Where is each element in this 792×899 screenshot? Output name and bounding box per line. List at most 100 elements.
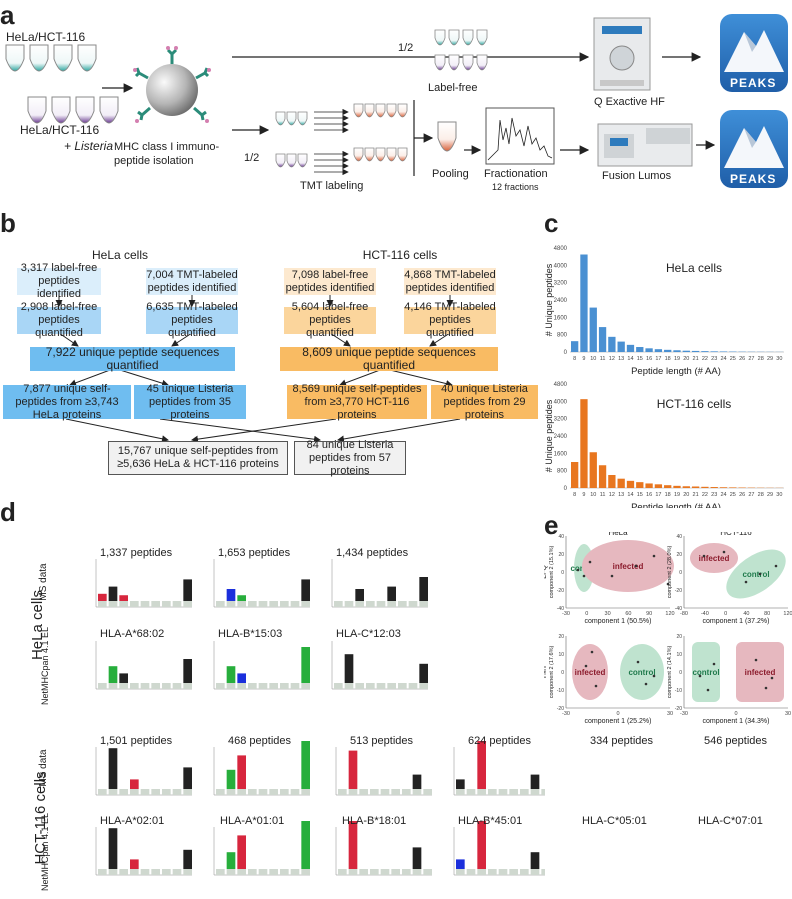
bar bbox=[701, 351, 709, 352]
group-region bbox=[572, 644, 608, 700]
x-tick-label: 21 bbox=[693, 356, 699, 362]
bar bbox=[636, 347, 644, 352]
logo-background-stack bbox=[216, 869, 225, 875]
logo-background-stack bbox=[338, 869, 347, 875]
hct-lf-identified-box: 7,098 label-free peptides identified bbox=[284, 268, 376, 295]
logo-background-stack bbox=[348, 869, 358, 875]
logo-count-label: 1,337 peptides bbox=[100, 547, 173, 559]
tube-icon bbox=[27, 96, 119, 124]
x-tick-label: 12 bbox=[609, 356, 615, 362]
x-tick-label: 9 bbox=[582, 356, 585, 362]
x-tick-label: 0 bbox=[616, 711, 619, 717]
logo-allele-label: HLA-B*15:03 bbox=[218, 628, 283, 640]
plot-title: HCT-116 bbox=[720, 532, 752, 537]
y-tick-label: 0 bbox=[679, 670, 682, 676]
x-tick-label: 17 bbox=[655, 356, 661, 362]
logo-count-label: 1,653 peptides bbox=[218, 547, 291, 559]
logo-background-stack bbox=[269, 683, 278, 689]
logo-residue-block bbox=[344, 654, 354, 683]
logo-background-stack bbox=[477, 869, 486, 875]
x-tick-label: 0 bbox=[724, 611, 727, 617]
instrument-label-fusion: Fusion Lumos bbox=[602, 170, 672, 182]
logo-background-stack bbox=[334, 601, 343, 607]
ms-data-label: MS data bbox=[38, 749, 49, 787]
workflow-graphics bbox=[5, 14, 788, 188]
logo-background-stack bbox=[258, 869, 268, 875]
logo-background-stack bbox=[280, 869, 289, 875]
y-axis-label: component 2 (14.1%) bbox=[667, 646, 673, 699]
logo-allele-label: HLA-A*01:01 bbox=[220, 815, 285, 827]
x-tick-label: 15 bbox=[637, 356, 643, 362]
bar bbox=[682, 350, 690, 352]
panel-letter-c: c bbox=[544, 208, 559, 238]
y-tick-label: 800 bbox=[557, 333, 568, 339]
x-tick-label: 29 bbox=[767, 356, 773, 362]
y-tick-label: 1600 bbox=[554, 315, 568, 321]
logo-residue-block bbox=[98, 593, 107, 601]
x-tick-label: -30 bbox=[562, 711, 570, 717]
logo-background-stack bbox=[290, 869, 300, 875]
hct-lf-quantified-box: 5,604 label-free peptides quantified bbox=[284, 301, 376, 339]
logo-residue-block bbox=[237, 595, 246, 601]
data-point bbox=[770, 676, 774, 680]
logo-background-stack bbox=[216, 683, 225, 689]
logo-background-stack bbox=[216, 789, 225, 795]
logo-background-stack bbox=[151, 683, 160, 689]
chart-title: HeLa cells bbox=[666, 261, 722, 275]
group-label: infected bbox=[699, 554, 730, 563]
sequence-logo bbox=[213, 741, 310, 796]
x-tick-label: 27 bbox=[748, 356, 754, 362]
logo-residue-block bbox=[130, 779, 139, 789]
y-tick-label: -20 bbox=[675, 706, 682, 712]
sequence-logo bbox=[95, 747, 192, 796]
data-point bbox=[584, 664, 588, 668]
chromatogram-icon bbox=[485, 107, 555, 165]
bar bbox=[571, 341, 579, 352]
logo-background-stack bbox=[520, 869, 529, 875]
logo-background-stack bbox=[108, 683, 118, 689]
panel-letter-a: a bbox=[0, 0, 15, 30]
logo-background-stack bbox=[380, 869, 390, 875]
logo-allele-label: HLA-A*68:02 bbox=[100, 628, 165, 640]
data-point bbox=[774, 564, 778, 568]
bar bbox=[664, 349, 672, 352]
logo-background-stack bbox=[509, 869, 518, 875]
logo-background-stack bbox=[530, 789, 540, 795]
logo-background-stack bbox=[140, 601, 150, 607]
logo-background-stack bbox=[301, 789, 310, 795]
logo-background-stack bbox=[387, 601, 396, 607]
logo-residue-block bbox=[355, 589, 364, 601]
data-point bbox=[666, 582, 670, 586]
logo-residue-block bbox=[456, 779, 465, 789]
total-listeria-peptides-box: 84 unique Listeria peptides from 57 prot… bbox=[294, 439, 406, 477]
data-point bbox=[698, 674, 702, 678]
hela-tmt-quantified-box: 6,635 TMT-labeled peptides quantified bbox=[146, 301, 238, 339]
bar bbox=[589, 307, 597, 352]
group-label: infected bbox=[575, 668, 606, 677]
logo-background-stack bbox=[509, 789, 518, 795]
logo-background-stack bbox=[355, 601, 364, 607]
y-tick-label: 0 bbox=[561, 670, 564, 676]
data-point bbox=[634, 564, 638, 568]
logo-residue-block bbox=[530, 774, 540, 789]
bar bbox=[580, 399, 588, 488]
x-axis-label: component 1 (25.2%) bbox=[585, 718, 652, 725]
x-tick-label: 22 bbox=[702, 492, 708, 498]
logo-background-stack bbox=[530, 869, 540, 875]
bar bbox=[710, 487, 718, 488]
logo-residue-block bbox=[237, 755, 246, 789]
logo-background-stack bbox=[541, 869, 545, 875]
logo-background-stack bbox=[419, 683, 428, 689]
y-tick-label: 20 bbox=[676, 634, 682, 640]
tube-icon bbox=[353, 103, 408, 162]
hela-cells-title: HeLa cells bbox=[91, 248, 149, 262]
x-tick-label: 20 bbox=[683, 492, 689, 498]
logo-background-stack bbox=[456, 869, 465, 875]
logo-residue-block bbox=[226, 852, 236, 869]
logo-background-stack bbox=[237, 601, 246, 607]
y-tick-label: 1600 bbox=[554, 451, 568, 457]
